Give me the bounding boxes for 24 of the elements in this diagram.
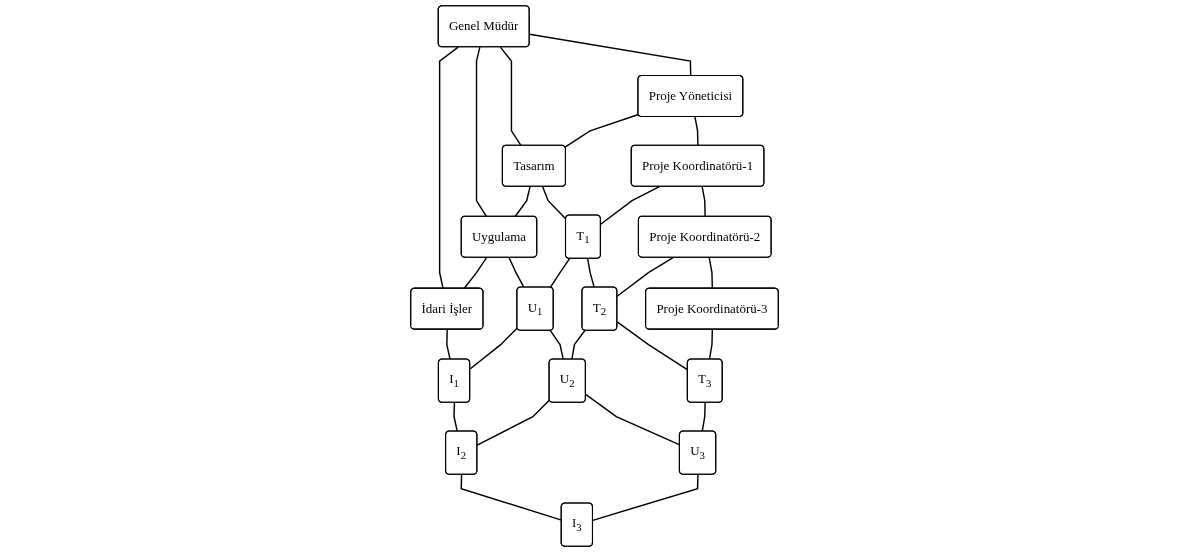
connector [549, 329, 564, 361]
connector [616, 256, 674, 297]
connector [499, 46, 522, 147]
connector [508, 256, 525, 289]
connector [592, 473, 699, 522]
connector [549, 257, 571, 289]
connector [701, 185, 706, 218]
connector [571, 329, 586, 361]
connector [469, 327, 519, 370]
connector [600, 185, 661, 225]
connector [701, 401, 706, 433]
connector [446, 328, 451, 361]
connector [708, 256, 714, 290]
connector [514, 185, 531, 218]
connector [586, 257, 595, 289]
connector [476, 399, 551, 446]
connector [438, 46, 459, 290]
connector [475, 46, 488, 218]
connector [541, 185, 567, 220]
connector [694, 116, 699, 147]
connector [708, 328, 714, 361]
connector [463, 256, 488, 290]
connector [564, 113, 640, 148]
connector [453, 401, 458, 433]
